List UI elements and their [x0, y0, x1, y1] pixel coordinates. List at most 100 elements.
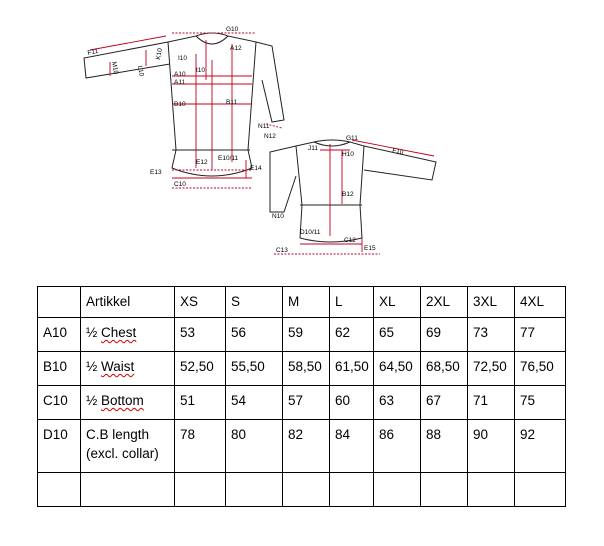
row-code: D10: [37, 419, 81, 473]
row-name: ½ Waist: [80, 351, 175, 386]
table-header-row: Artikkel XS S M L XL 2XL 3XL 4XL: [37, 286, 566, 318]
value-cell: [174, 472, 226, 507]
value-cell: 80: [225, 419, 283, 473]
header-cell: [37, 286, 81, 318]
label-m10: M10: [110, 61, 119, 75]
value-cell: 75: [514, 385, 566, 420]
label-b10: B10: [174, 101, 186, 108]
label-a10: A10: [174, 71, 186, 78]
label-c12: C12: [344, 237, 356, 244]
header-cell: Artikkel: [80, 286, 175, 318]
label-k10: K10: [155, 47, 164, 60]
value-cell: 65: [373, 317, 421, 352]
value-cell: 82: [282, 419, 330, 473]
table-row: C10 ½ Bottom 51 54 57 60 63 67 71 75: [37, 385, 566, 420]
value-cell: 56: [225, 317, 283, 352]
value-cell: 68,50: [420, 351, 468, 386]
value-cell: 51: [174, 385, 226, 420]
row-name: ½ Bottom: [80, 385, 175, 420]
label-e10-11: E10/11: [218, 155, 239, 162]
header-cell: XS: [174, 286, 226, 318]
row-name: ½ Chest: [80, 317, 175, 352]
value-cell: [420, 472, 468, 507]
value-cell: 52,50: [174, 351, 226, 386]
front-body-outline: [167, 35, 257, 177]
value-cell: 73: [467, 317, 515, 352]
label-e13: E13: [150, 169, 162, 176]
value-cell: 71: [467, 385, 515, 420]
row-code: C10: [37, 385, 81, 420]
value-cell: [467, 472, 515, 507]
label-l10: L10: [136, 65, 145, 77]
label-n10: N10: [272, 213, 284, 220]
label-e14: E14: [250, 165, 262, 172]
back-collar: [313, 139, 351, 143]
row-code: A10: [37, 317, 81, 352]
row-name: C.B length(excl. collar): [80, 419, 175, 473]
value-cell: 92: [514, 419, 566, 473]
label-n11: N11: [258, 123, 270, 130]
label-c10: C10: [174, 181, 186, 188]
value-cell: 55,50: [225, 351, 283, 386]
label-g10: G10: [226, 26, 239, 33]
label-i10-a: I10: [178, 55, 187, 62]
label-i10-b: I10: [196, 67, 205, 74]
label-n12: N12: [264, 133, 276, 140]
value-cell: 67: [420, 385, 468, 420]
value-cell: 76,50: [514, 351, 566, 386]
value-cell: 61,50: [329, 351, 374, 386]
front-left-sleeve: [83, 41, 171, 79]
garment-measurement-diagram: G10 A12 F11 K10 L10 M10 I10 I10 A10 A11 …: [83, 26, 437, 255]
value-cell: [373, 472, 421, 507]
header-cell: 2XL: [420, 286, 468, 318]
table-row: D10 C.B length(excl. collar) 78 80 82 84…: [37, 419, 566, 473]
value-cell: 53: [174, 317, 226, 352]
value-cell: 62: [329, 317, 374, 352]
label-b12: B12: [342, 191, 354, 198]
value-cell: [329, 472, 374, 507]
label-h10: H10: [342, 151, 354, 158]
value-cell: [282, 472, 330, 507]
value-cell: 77: [514, 317, 566, 352]
label-d10-11: D10/11: [300, 229, 321, 236]
label-f10: F10: [392, 147, 405, 156]
header-cell: XL: [373, 286, 421, 318]
row-code: B10: [37, 351, 81, 386]
label-b11: B11: [226, 99, 237, 106]
value-cell: 58,50: [282, 351, 330, 386]
value-cell: 88: [420, 419, 468, 473]
value-cell: 59: [282, 317, 330, 352]
back-right-sleeve: [363, 145, 437, 181]
header-cell: 3XL: [467, 286, 515, 318]
value-cell: 60: [329, 385, 374, 420]
value-cell: [514, 472, 566, 507]
value-cell: 84: [329, 419, 374, 473]
value-cell: 69: [420, 317, 468, 352]
value-cell: 57: [282, 385, 330, 420]
label-a11: A11: [174, 79, 185, 86]
header-cell: 4XL: [514, 286, 566, 318]
table-row: B10 ½ Waist 52,50 55,50 58,50 61,50 64,5…: [37, 351, 566, 386]
row-name: [80, 472, 175, 507]
label-j11: J11: [308, 145, 318, 152]
back-left-sleeve: [269, 145, 297, 213]
label-c13: C13: [276, 247, 288, 254]
value-cell: 63: [373, 385, 421, 420]
label-a12: A12: [230, 45, 242, 52]
value-cell: 54: [225, 385, 283, 420]
label-f11: F11: [87, 48, 99, 57]
size-chart-table: Artikkel XS S M L XL 2XL 3XL 4XL A10 ½ C…: [37, 286, 566, 507]
value-cell: 72,50: [467, 351, 515, 386]
front-right-sleeve: [255, 41, 285, 123]
value-cell: 90: [467, 419, 515, 473]
label-g11: G11: [346, 135, 358, 142]
table-row: [37, 472, 566, 507]
label-e12: E12: [196, 159, 208, 166]
header-cell: S: [225, 286, 283, 318]
header-cell: M: [282, 286, 330, 318]
row-code: [37, 472, 81, 507]
label-e15: E15: [364, 245, 376, 252]
value-cell: 78: [174, 419, 226, 473]
value-cell: [225, 472, 283, 507]
value-cell: 86: [373, 419, 421, 473]
